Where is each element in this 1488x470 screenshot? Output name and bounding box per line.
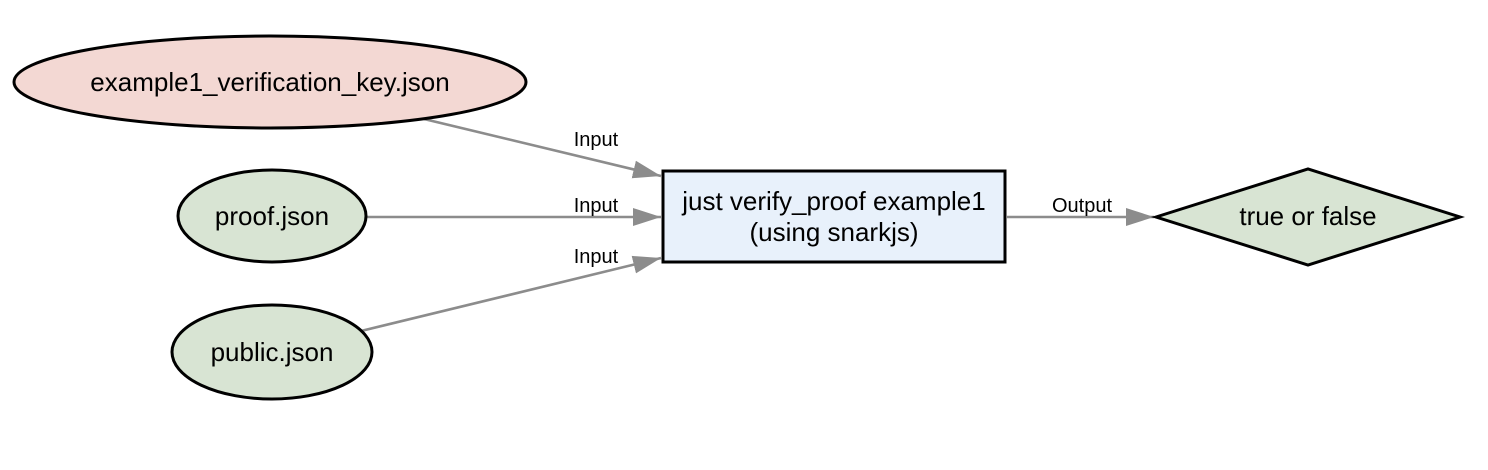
node-verification-key-ellipse (12, 34, 528, 130)
node-result-diamond (1151, 167, 1465, 267)
edge-group (360, 117, 1154, 333)
edge-label-input-1: Input (574, 129, 619, 151)
edge-label-input-2: Input (574, 195, 619, 217)
node-verify-command-label-line2: (using snarkjs) (749, 217, 918, 247)
node-verify-command-label-line1: just verify_proof example1 (681, 186, 985, 216)
edge-verification-key-to-verify (423, 117, 662, 179)
node-public-label: public.json (211, 337, 334, 367)
node-verify-command-rect (661, 169, 1007, 264)
edge-label-output: Output (1052, 195, 1112, 217)
node-verification-key-label: example1_verification_key.json (90, 67, 449, 97)
node-proof-ellipse (176, 168, 368, 264)
node-result-label: true or false (1239, 201, 1376, 231)
node-public-ellipse (170, 303, 374, 401)
node-group: example1_verification_key.json proof.jso… (12, 34, 1465, 401)
edge-label-input-3: Input (574, 246, 619, 268)
edge-label-group: Input Input Input Output (574, 129, 1113, 268)
edge-public-to-verify (360, 255, 662, 333)
node-proof-label: proof.json (215, 201, 329, 231)
